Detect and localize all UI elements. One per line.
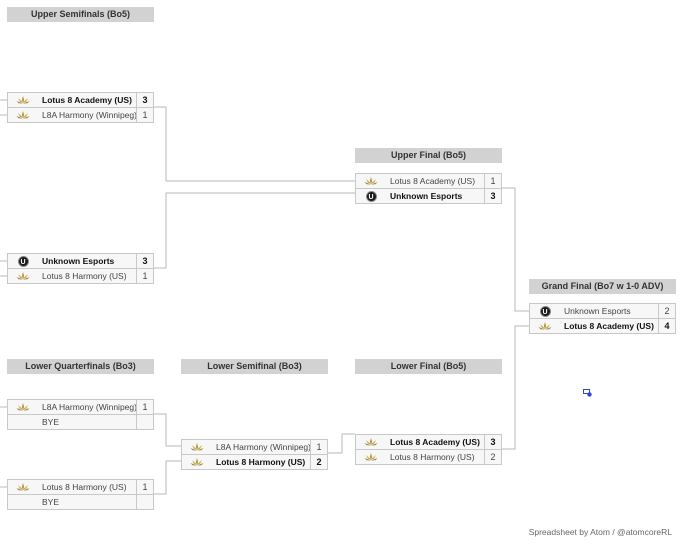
team-row[interactable]: Lotus 8 Harmony (US) 2 bbox=[355, 449, 502, 465]
team-score: 3 bbox=[136, 93, 153, 107]
lotus-icon bbox=[8, 400, 38, 414]
team-name: Lotus 8 Academy (US) bbox=[390, 437, 480, 447]
team-name: L8A Harmony (Winnipeg) bbox=[42, 402, 136, 412]
team-score: 1 bbox=[310, 440, 327, 454]
team-score: 3 bbox=[484, 435, 501, 449]
lotus-icon bbox=[8, 480, 38, 494]
team-score: 3 bbox=[484, 189, 501, 203]
team-row[interactable]: Lotus 8 Academy (US) 1 bbox=[355, 173, 502, 189]
team-score bbox=[136, 495, 153, 509]
team-row[interactable]: L8A Harmony (Winnipeg)1 bbox=[7, 107, 154, 123]
lotus-icon bbox=[356, 174, 386, 188]
team-row[interactable]: Lotus 8 Academy (US) 4 bbox=[529, 318, 676, 334]
team-name: Unknown Esports bbox=[390, 191, 463, 201]
lotus-icon bbox=[182, 440, 212, 454]
team-row[interactable]: BYE bbox=[7, 414, 154, 430]
team-score: 1 bbox=[136, 400, 153, 414]
header-grand-final: Grand Final (Bo7 w 1-0 ADV) bbox=[529, 279, 676, 294]
team-row[interactable]: Lotus 8 Harmony (US) 1 bbox=[7, 479, 154, 495]
lotus-icon bbox=[8, 269, 38, 283]
team-name: BYE bbox=[42, 497, 60, 507]
team-row[interactable]: Lotus 8 Harmony (US) 2 bbox=[181, 454, 328, 470]
team-name: L8A Harmony (Winnipeg) bbox=[42, 110, 136, 120]
team-score: 2 bbox=[310, 455, 327, 469]
team-row[interactable]: Lotus 8 Academy (US) 3 bbox=[355, 434, 502, 450]
team-score: 2 bbox=[658, 304, 675, 318]
team-name: Lotus 8 Harmony (US) bbox=[42, 482, 127, 492]
team-row[interactable]: L8A Harmony (Winnipeg)1 bbox=[181, 439, 328, 455]
unknown-esports-icon: U bbox=[8, 254, 38, 268]
lotus-icon bbox=[8, 93, 38, 107]
team-name: Unknown Esports bbox=[564, 306, 631, 316]
lotus-icon bbox=[356, 450, 386, 464]
unknown-esports-icon: U bbox=[530, 304, 560, 318]
team-name: Unknown Esports bbox=[42, 256, 115, 266]
header-upper-final: Upper Final (Bo5) bbox=[355, 148, 502, 163]
credit-text: Spreadsheet by Atom / @atomcoreRL bbox=[528, 527, 672, 537]
team-name: BYE bbox=[42, 417, 60, 427]
team-name: Lotus 8 Harmony (US) bbox=[42, 271, 127, 281]
team-name: Lotus 8 Harmony (US) bbox=[216, 457, 306, 467]
team-name: Lotus 8 Academy (US) bbox=[390, 176, 476, 186]
team-row[interactable]: U Unknown Esports 3 bbox=[7, 253, 154, 269]
team-score: 1 bbox=[136, 108, 153, 122]
team-name: L8A Harmony (Winnipeg) bbox=[216, 442, 310, 452]
team-name: Lotus 8 Academy (US) bbox=[564, 321, 654, 331]
team-name: Lotus 8 Academy (US) bbox=[42, 95, 132, 105]
header-lower-quarterfinals: Lower Quarterfinals (Bo3) bbox=[7, 359, 154, 374]
team-row[interactable]: U Unknown Esports 3 bbox=[355, 188, 502, 204]
header-upper-semifinals: Upper Semifinals (Bo5) bbox=[7, 7, 154, 22]
team-row[interactable]: L8A Harmony (Winnipeg)1 bbox=[7, 399, 154, 415]
lotus-icon bbox=[530, 319, 560, 333]
team-score: 1 bbox=[136, 480, 153, 494]
lotus-icon bbox=[182, 455, 212, 469]
team-row[interactable]: U Unknown Esports 2 bbox=[529, 303, 676, 319]
team-score: 3 bbox=[136, 254, 153, 268]
team-score bbox=[136, 415, 153, 429]
team-row[interactable]: Lotus 8 Academy (US) 3 bbox=[7, 92, 154, 108]
team-row[interactable]: BYE bbox=[7, 494, 154, 510]
team-name: Lotus 8 Harmony (US) bbox=[390, 452, 475, 462]
lotus-icon bbox=[356, 435, 386, 449]
header-lower-final: Lower Final (Bo5) bbox=[355, 359, 502, 374]
unknown-esports-icon: U bbox=[356, 189, 386, 203]
team-score: 1 bbox=[484, 174, 501, 188]
lotus-icon bbox=[8, 108, 38, 122]
team-score: 2 bbox=[484, 450, 501, 464]
team-score: 1 bbox=[136, 269, 153, 283]
team-score: 4 bbox=[658, 319, 675, 333]
header-lower-semifinal: Lower Semifinal (Bo3) bbox=[181, 359, 328, 374]
team-row[interactable]: Lotus 8 Harmony (US) 1 bbox=[7, 268, 154, 284]
mouse-cursor-icon bbox=[583, 389, 592, 397]
